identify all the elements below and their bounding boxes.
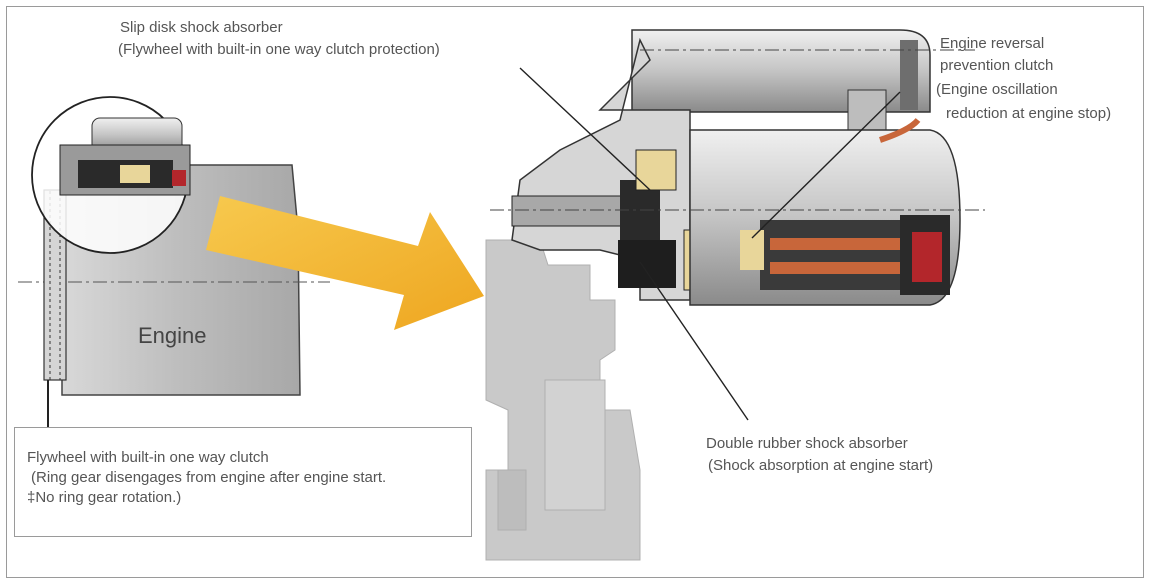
engine-label: Engine <box>138 323 207 348</box>
figure-frame <box>6 6 1144 578</box>
leader-lines <box>519 67 901 421</box>
double-rubber-label-title: Double rubber shock absorber <box>706 435 908 452</box>
reversal-label-title: Engine reversal <box>940 35 1045 52</box>
slip-disk-label-title: Slip disk shock absorber <box>120 19 283 36</box>
reversal-label-desc: (Engine oscillation <box>936 81 1058 98</box>
double-rubber-label-desc: (Shock absorption at engine start) <box>708 457 934 474</box>
flywheel-label-desc: (Ring gear disengages from engine after … <box>31 469 387 486</box>
flywheel-label-note: ‡No ring gear rotation.) <box>27 489 182 506</box>
reversal-label-desc-2: reduction at engine stop) <box>946 105 1112 122</box>
reversal-label-title-2: prevention clutch <box>940 57 1054 74</box>
zoom-arrow <box>206 196 484 330</box>
flywheel-silhouette <box>485 239 641 561</box>
flywheel-ring-gear <box>43 189 67 430</box>
starter-cross-section <box>490 29 985 306</box>
flywheel-label-title: Flywheel with built-in one way clutch <box>27 449 269 466</box>
slip-disk-label-desc: (Flywheel with built-in one way clutch p… <box>118 41 440 58</box>
magnifier-circle <box>31 96 191 254</box>
flywheel-callout-box: Flywheel with built-in one way clutch (R… <box>14 427 472 537</box>
